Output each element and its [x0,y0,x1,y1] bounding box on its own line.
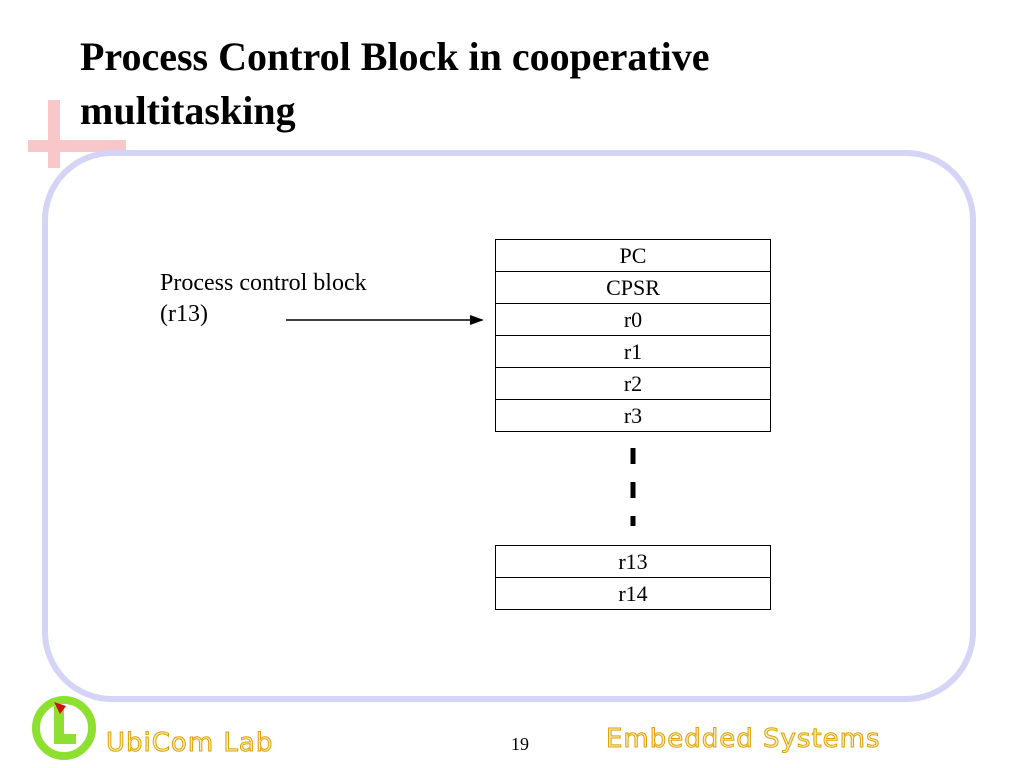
slide-title: Process Control Block in cooperative mul… [80,30,980,138]
register-cell-r0: r0 [495,303,771,336]
pcb-pointer-label: Process control block (r13) [160,268,367,330]
continuation-dashes [630,448,636,526]
register-row: r1 [495,335,771,368]
title-line-2: multitasking [80,88,296,133]
register-cell-r13: r13 [495,545,771,578]
register-row: r2 [495,367,771,400]
register-cell-cpsr: CPSR [495,271,771,304]
register-table-bottom: r13 r14 [495,545,771,610]
content-frame [42,150,976,702]
title-line-1: Process Control Block in cooperative [80,34,710,79]
decorative-cross-vertical [48,100,60,168]
pcb-label-line-2: (r13) [160,301,208,327]
register-row: r13 [495,545,771,578]
register-table-top: PC CPSR r0 r1 r2 r3 [495,239,771,432]
pcb-label-line-1: Process control block [160,270,367,296]
footer-course-name: Embedded Systems [606,724,881,755]
pointer-arrow [286,315,484,325]
footer-lab-name: UbiCom Lab [105,728,274,759]
register-row: r0 [495,303,771,336]
register-cell-pc: PC [495,239,771,272]
register-row: r14 [495,577,771,610]
register-row: PC [495,239,771,272]
register-cell-r2: r2 [495,367,771,400]
register-row: r3 [495,399,771,432]
register-cell-r1: r1 [495,335,771,368]
register-cell-r14: r14 [495,577,771,610]
ubicom-logo-icon [32,696,96,760]
decorative-cross-horizontal [28,140,126,152]
register-cell-r3: r3 [495,399,771,432]
slide-number: 19 [511,734,529,754]
register-row: CPSR [495,271,771,304]
